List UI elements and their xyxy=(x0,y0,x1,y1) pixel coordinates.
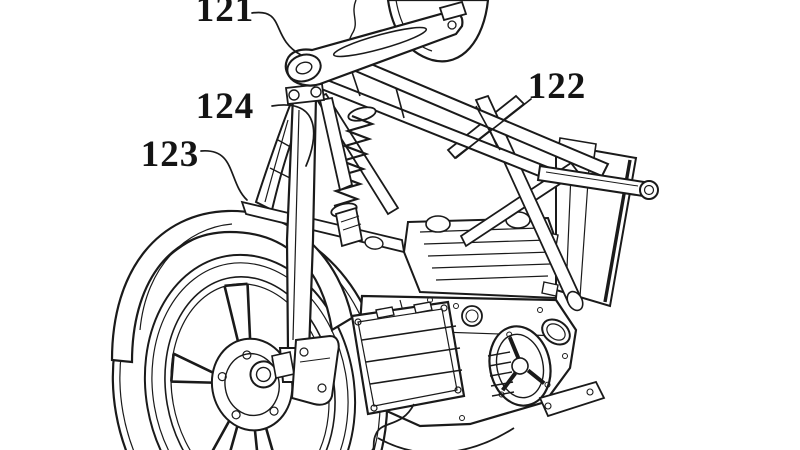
arm-end-clamp xyxy=(438,0,468,22)
arm-boss xyxy=(286,53,322,83)
leader-line-121 xyxy=(251,11,302,56)
water-pump xyxy=(461,305,483,327)
rim-line-2 xyxy=(151,262,349,450)
clutch-cover xyxy=(488,325,552,407)
shock-body xyxy=(334,206,364,248)
coil-spring-shock xyxy=(330,106,377,248)
radiator-bracket-low xyxy=(541,281,559,297)
label-123: 123 xyxy=(141,134,200,175)
engine-wire xyxy=(371,403,415,450)
engine-block xyxy=(350,211,606,450)
arm-boss-hole xyxy=(295,61,313,75)
pump-ribs xyxy=(487,351,515,397)
leader-lines xyxy=(200,11,532,201)
brake-caliper xyxy=(290,334,340,406)
ribbed-cover xyxy=(350,300,466,416)
label-124: 124 xyxy=(196,86,255,127)
lower-cover xyxy=(538,380,606,418)
case-bottom-curve xyxy=(377,427,515,450)
girder-blade-inner-line xyxy=(264,119,289,203)
arm-slot xyxy=(332,26,428,58)
engine-boss xyxy=(541,318,571,346)
wheel-hub xyxy=(210,337,294,432)
leader-line-124 xyxy=(271,104,315,167)
label-121: 121 xyxy=(196,0,255,30)
steering-assembly xyxy=(284,0,490,105)
axle-spacer xyxy=(271,351,295,379)
frame-mount-hole xyxy=(364,236,384,250)
leader-line-122 xyxy=(455,98,532,159)
trellis-frame xyxy=(240,46,659,312)
leader-line-123 xyxy=(200,150,248,201)
label-122: 122 xyxy=(528,66,587,107)
frame-tube-end xyxy=(639,180,659,200)
frame-gussets xyxy=(351,71,501,151)
girder-fork-rear-leg xyxy=(318,96,354,192)
